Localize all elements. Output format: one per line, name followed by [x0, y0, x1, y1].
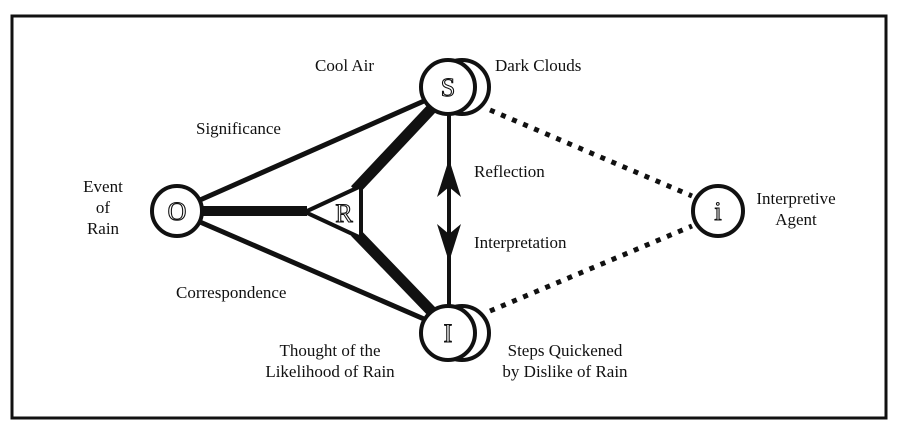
agent-node [691, 184, 745, 238]
label-steps-line2: by Dislike of Rain [502, 362, 628, 381]
interpretant-glyph: I [444, 319, 453, 348]
arrowhead-up-icon [437, 159, 461, 197]
label-steps-line1: Steps Quickened [508, 341, 623, 360]
arrowhead-down-icon [437, 224, 461, 262]
label-reflection: Reflection [474, 162, 545, 181]
object-glyph: O [168, 197, 187, 226]
edge-interpretant-agent [489, 223, 693, 314]
agent-glyph: i [714, 197, 721, 226]
interpretant-node [419, 304, 477, 362]
representamen-glyph: R [335, 199, 353, 228]
diagram-frame [10, 14, 888, 420]
sign-glyph: S [441, 73, 455, 102]
label-event: Event [83, 177, 123, 196]
label-of: of [96, 198, 111, 217]
label-dark-clouds: Dark Clouds [495, 56, 581, 75]
sign-node [419, 58, 477, 116]
edge-significance [198, 98, 426, 203]
edge-sign-agent [489, 107, 693, 199]
label-rain: Rain [87, 219, 120, 238]
object-node [150, 184, 204, 238]
label-interpretation: Interpretation [474, 233, 567, 252]
edge-representamen-interpretant [351, 228, 438, 318]
label-correspondence: Correspondence [176, 283, 286, 302]
label-thought-line1: Thought of the [279, 341, 380, 360]
label-cool-air: Cool Air [315, 56, 374, 75]
representamen-node [300, 182, 363, 242]
edge-correspondence [199, 219, 425, 322]
label-significance: Significance [196, 119, 281, 138]
edge-representamen-sign [350, 102, 439, 194]
label-thought-line2: Likelihood of Rain [265, 362, 395, 381]
label-agent: Agent [775, 210, 817, 229]
label-interpretive: Interpretive [756, 189, 835, 208]
